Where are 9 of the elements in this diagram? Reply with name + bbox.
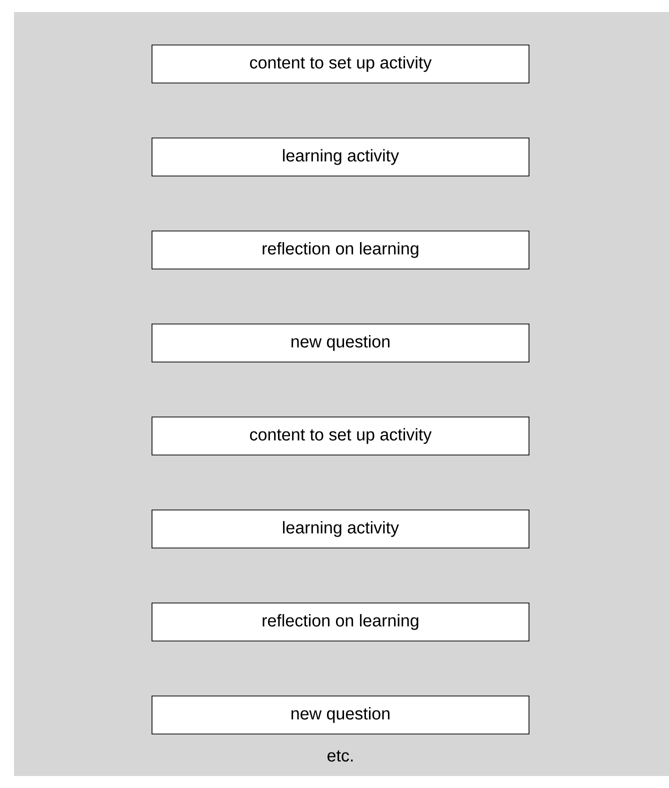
process-box: content to set up activity (152, 44, 530, 84)
process-box: new question (152, 696, 530, 734)
process-box: reflection on learning (152, 602, 530, 642)
process-box: learning activity (152, 138, 530, 176)
process-box: reflection on learning (152, 230, 530, 270)
process-box: content to set up activity (152, 416, 530, 456)
process-box: new question (152, 324, 530, 362)
process-box: learning activity (152, 510, 530, 548)
note-text: etc. (328, 750, 353, 762)
